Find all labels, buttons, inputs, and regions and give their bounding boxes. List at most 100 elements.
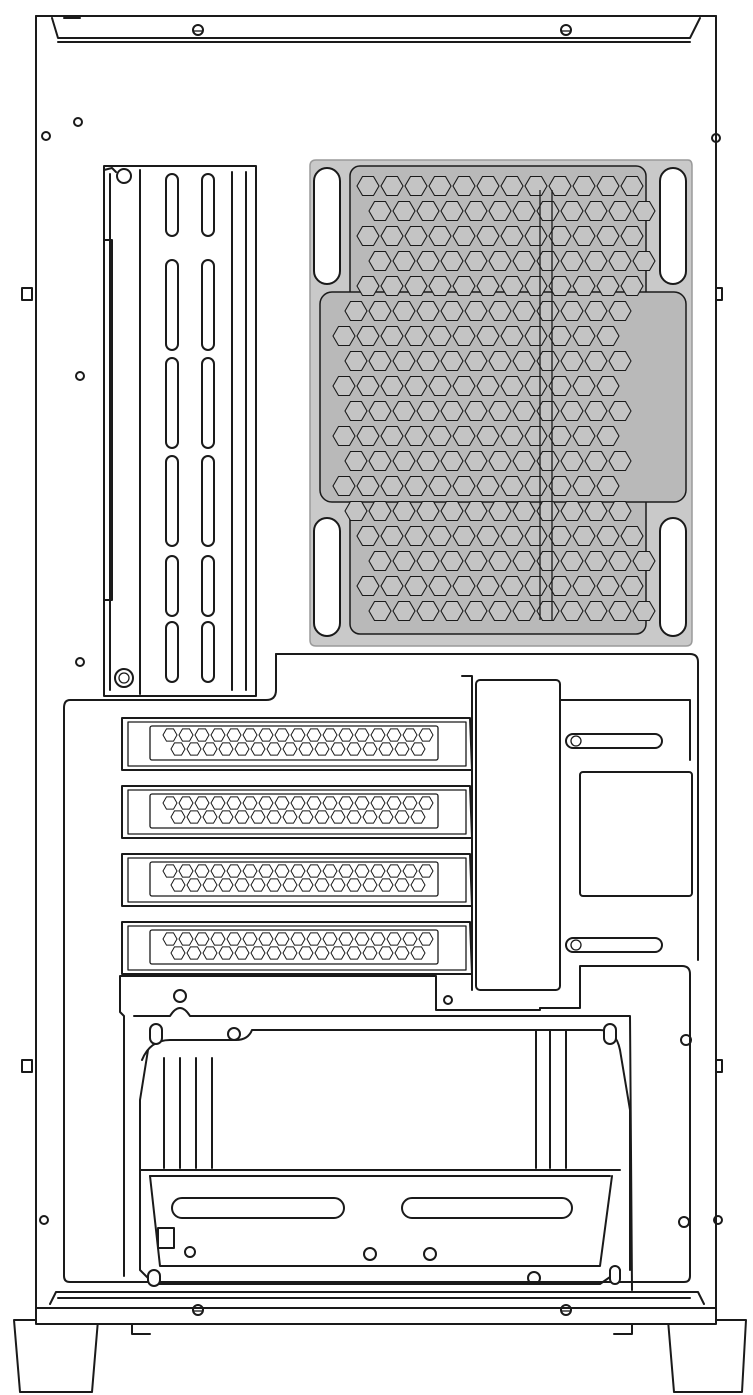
fan-hex-hole [560, 250, 584, 272]
fan-hex-hole [536, 200, 560, 222]
bracket-slot [165, 357, 179, 449]
slot-hex-hole [258, 796, 274, 810]
fan-hex-hole [536, 250, 560, 272]
fan-hex-hole [452, 425, 476, 447]
slot-hex-hole [362, 742, 378, 756]
slot-hex-hole [386, 728, 402, 742]
slot-hex-hole [314, 742, 330, 756]
fan-hex-hole [608, 550, 632, 572]
io-cutout [579, 771, 693, 897]
slot-hex-hole [386, 864, 402, 878]
fan-hex-hole [416, 450, 440, 472]
slot-hex-hole [250, 810, 266, 824]
fan-hex-hole [476, 375, 500, 397]
fan-hex-hole [584, 350, 608, 372]
fan-hex-hole [440, 400, 464, 422]
frame-screws [39, 24, 723, 1316]
bracket-slot [165, 259, 179, 351]
slot-hex-hole [298, 946, 314, 960]
slot-hex-hole [274, 932, 290, 946]
slot-hex-hole [338, 796, 354, 810]
fan-hex-hole [512, 600, 536, 622]
slot-hex-hole [338, 932, 354, 946]
fan-hex-hole [488, 350, 512, 372]
fan-hex-hole [560, 350, 584, 372]
slot-hex-hole [306, 932, 322, 946]
slot-hex-hole [258, 728, 274, 742]
slot-hex-hole [394, 742, 410, 756]
fan-hex-hole [428, 175, 452, 197]
fan-hex-hole [392, 600, 416, 622]
slot-hex-hole [298, 742, 314, 756]
fan-hex-hole [452, 225, 476, 247]
slot-hex-hole [314, 878, 330, 892]
fan-hex-hole [368, 450, 392, 472]
fan-hex-hole [416, 200, 440, 222]
slot-hex-hole [282, 810, 298, 824]
slot-hex-hole [194, 864, 210, 878]
fan-hex-hole [380, 225, 404, 247]
fan-hex-hole [560, 200, 584, 222]
slot-hex-hole [186, 810, 202, 824]
slot-hex-hole [162, 932, 178, 946]
fan-hex-hole [440, 450, 464, 472]
slot-hex-hole [290, 796, 306, 810]
slot-hex-hole [354, 728, 370, 742]
slot-hex-hole [202, 946, 218, 960]
slot-hex-hole [162, 728, 178, 742]
fan-hex-hole [464, 400, 488, 422]
fan-hex-hole [380, 575, 404, 597]
bracket-slot [165, 455, 179, 547]
slot-hex-hole [306, 864, 322, 878]
fan-hex-hole [524, 275, 548, 297]
fan-hex-hole [632, 200, 656, 222]
fan-hex-hole [416, 400, 440, 422]
slot-hex-hole [226, 932, 242, 946]
expansion-slot-cover [121, 921, 473, 975]
fan-hex-hole [344, 450, 368, 472]
fan-hex-hole [488, 400, 512, 422]
fan-hex-hole [536, 500, 560, 522]
fan-hex-hole [500, 475, 524, 497]
slot-hex-hole [410, 878, 426, 892]
fan-hex-hole [404, 525, 428, 547]
fan-hex-hole [428, 575, 452, 597]
fan-hex-hole [572, 525, 596, 547]
fan-hex-hole [620, 225, 644, 247]
fan-hex-hole [344, 350, 368, 372]
fan-hex-hole [500, 375, 524, 397]
slot-hex-hole [250, 878, 266, 892]
fan-hex-hole [500, 425, 524, 447]
left-foot [13, 1319, 99, 1393]
fan-hex-hole [428, 275, 452, 297]
fan-hex-hole [476, 225, 500, 247]
slot-hex-hole [386, 932, 402, 946]
fan-hex-hole [536, 400, 560, 422]
slot-hex-hole [330, 810, 346, 824]
slot-hex-hole [418, 796, 434, 810]
fan-hex-hole [512, 200, 536, 222]
fan-hex-hole [392, 350, 416, 372]
fan-hex-hole [584, 600, 608, 622]
fan-hex-hole [464, 200, 488, 222]
expansion-slot-cover [121, 785, 473, 839]
fan-hex-hole [452, 575, 476, 597]
fan-hex-hole [368, 550, 392, 572]
slot-hex-hole [378, 742, 394, 756]
fan-hex-hole [584, 300, 608, 322]
slot-hex-hole [210, 932, 226, 946]
slot-hex-hole [242, 728, 258, 742]
fan-hex-hole [392, 300, 416, 322]
slot-hex-hole [170, 946, 186, 960]
fan-hex-hole [368, 400, 392, 422]
slot-hex-hole [234, 946, 250, 960]
fan-hex-hole [428, 225, 452, 247]
slot-hex-hole [378, 878, 394, 892]
fan-hex-hole [524, 375, 548, 397]
slot-hex-hole [410, 742, 426, 756]
fan-hex-hole [524, 425, 548, 447]
fan-hex-hole [416, 500, 440, 522]
slot-hex-hole [298, 878, 314, 892]
fan-hex-hole [368, 350, 392, 372]
